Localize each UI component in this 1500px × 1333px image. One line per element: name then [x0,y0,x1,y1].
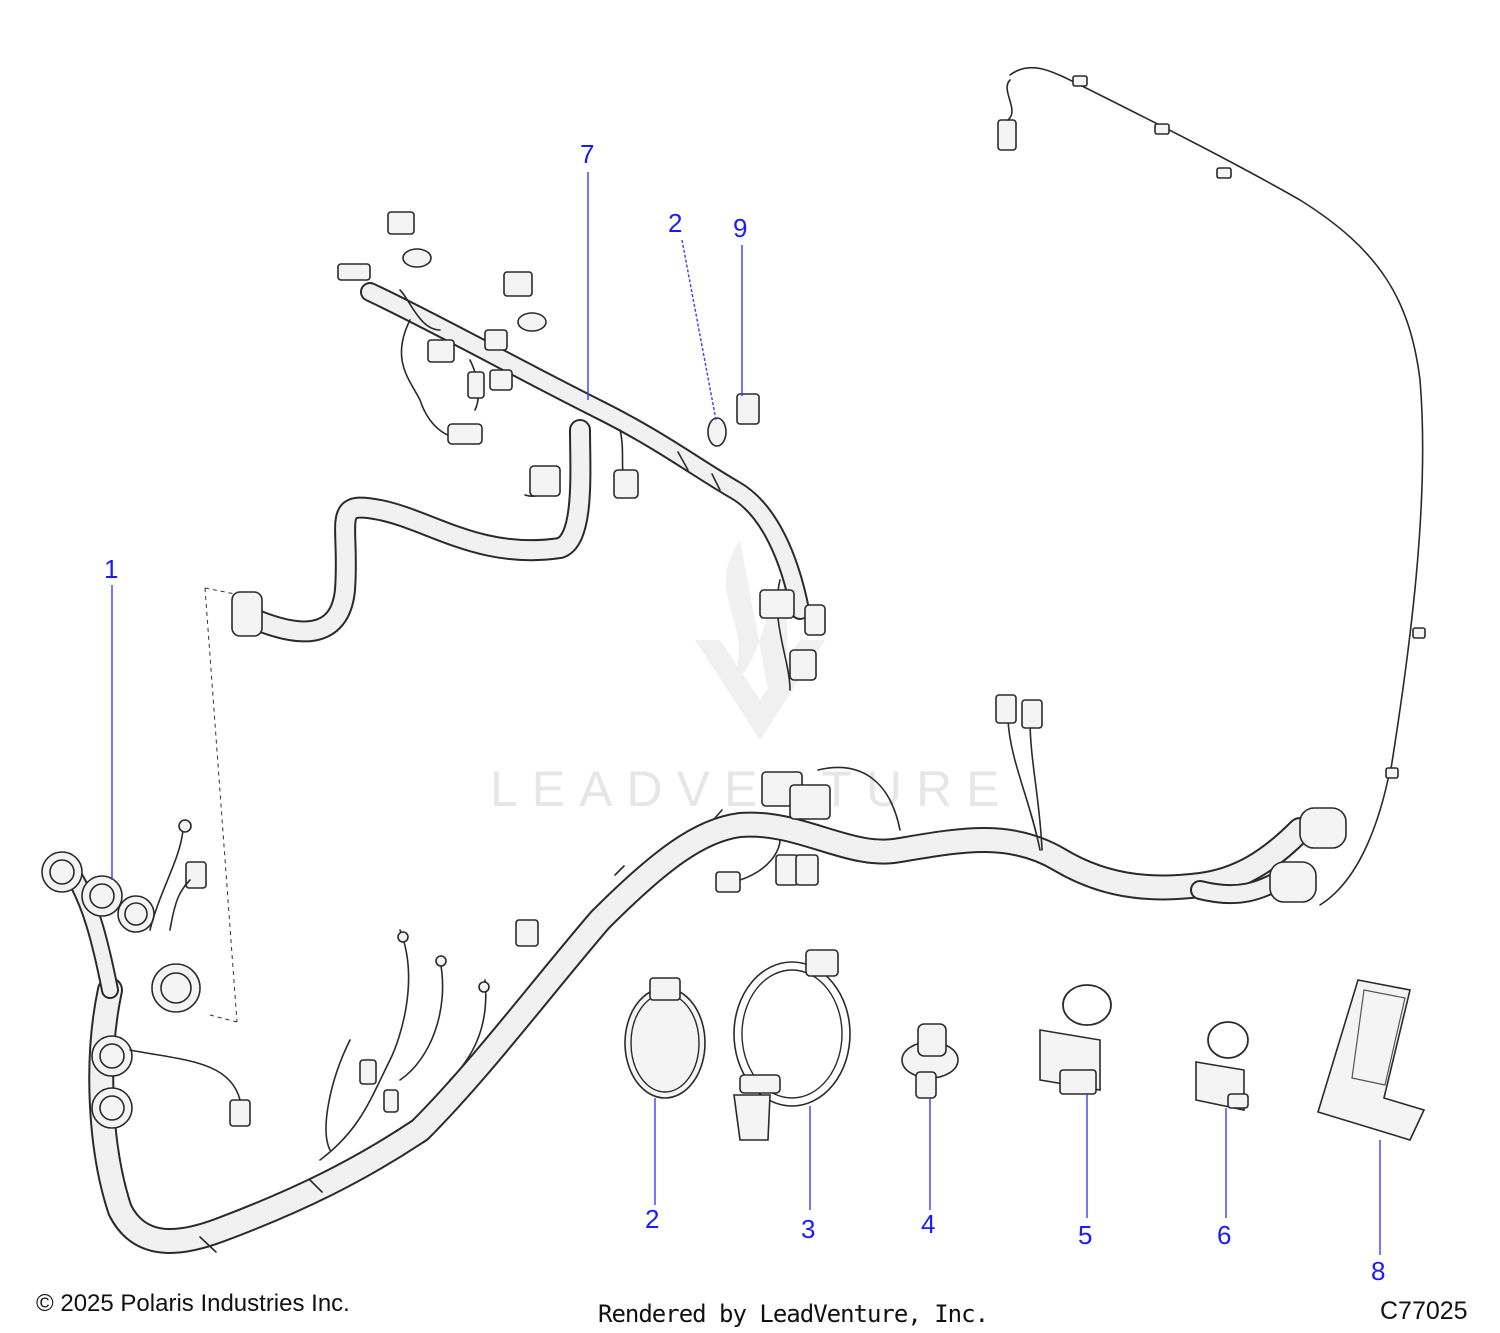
callout-5[interactable]: 5 [1078,1220,1092,1250]
watermark-text: LEADVENTURE [490,761,1014,817]
rendered-by-text: Rendered by LeadVenture, Inc. [598,1300,989,1328]
callouts: 1 7 2 9 2 3 4 5 6 8 [104,139,1385,1286]
diagram-id: C77025 [1380,1297,1468,1325]
callout-4[interactable]: 4 [921,1209,935,1239]
part-6-clip[interactable] [1195,1021,1249,1111]
part-2-small-tie[interactable] [707,417,727,447]
lower-harness[interactable] [41,66,1426,1254]
callout-3[interactable]: 3 [801,1214,815,1244]
leader-lines [111,172,1381,1255]
part-4-push-rivet[interactable] [901,1023,959,1099]
copyright-text: © 2025 Polaris Industries Inc. [36,1290,350,1317]
dashed-reference-line [204,587,238,1023]
callout-6[interactable]: 6 [1217,1220,1231,1250]
callout-2-top[interactable]: 2 [668,208,682,238]
leadventure-logo-icon [695,540,825,740]
part-2-cable-tie[interactable] [624,977,706,1099]
part-3-tie-mount[interactable] [733,949,851,1141]
part-5-clip[interactable] [1039,984,1112,1095]
callout-1[interactable]: 1 [104,554,118,584]
part-9-clip[interactable] [736,393,760,425]
callout-2-bottom[interactable]: 2 [645,1204,659,1234]
callout-9[interactable]: 9 [733,213,747,243]
callout-8[interactable]: 8 [1371,1256,1385,1286]
callout-7[interactable]: 7 [580,139,594,169]
part-8-boot[interactable] [1317,979,1426,1141]
upper-harness[interactable] [231,211,826,691]
